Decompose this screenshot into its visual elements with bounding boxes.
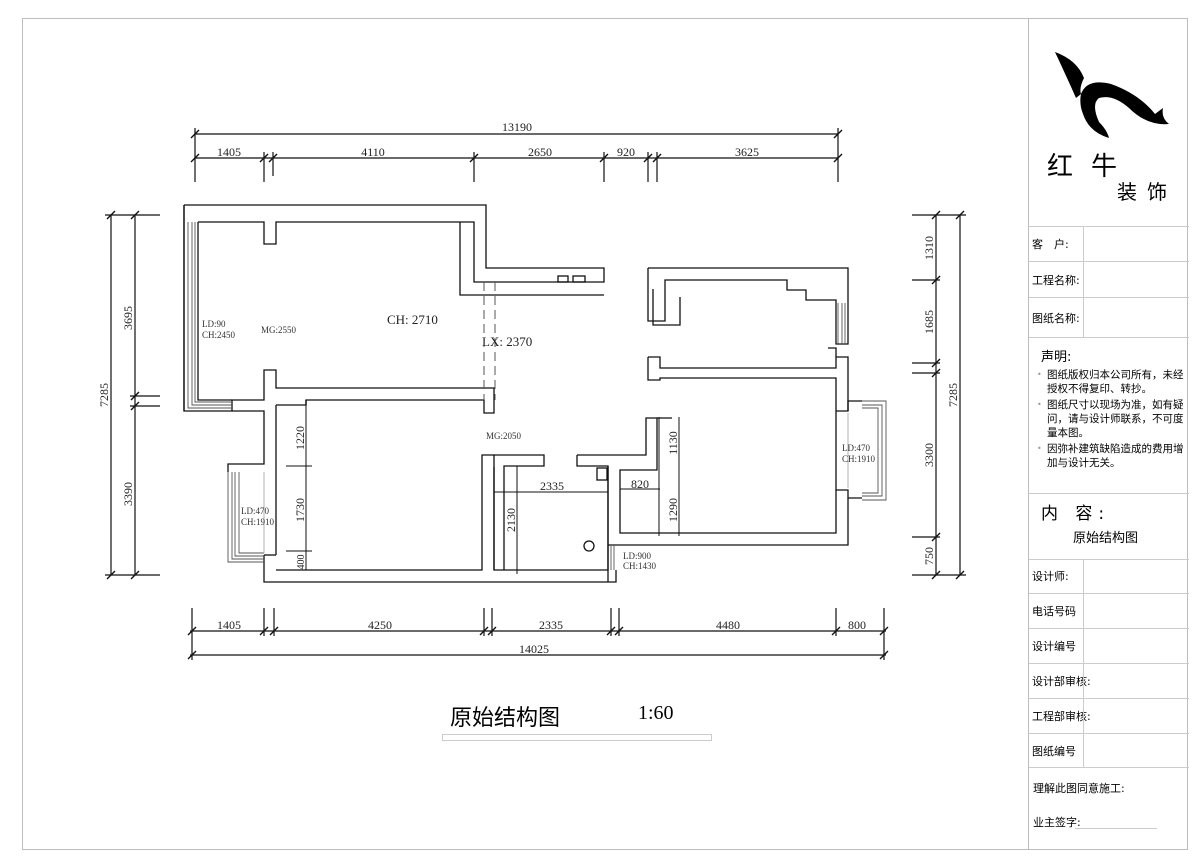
brand-name-line2: 装饰 (1117, 180, 1177, 204)
dim-right-4: 750 (922, 547, 936, 565)
dim-hall-1290: 1290 (666, 498, 680, 522)
floor-plan: 13190 1405 4110 2650 920 3625 1405 4250 … (97, 120, 966, 660)
dim-right-3: 3300 (922, 443, 936, 467)
field-engineering-review-value[interactable] (1083, 699, 1189, 733)
field-drawing-number-label: 图纸编号 (1032, 744, 1076, 758)
label-living-mg: MG:2550 (261, 325, 297, 335)
dim-bottom-2: 4250 (368, 618, 392, 632)
field-design-review-label: 设计部审核: (1032, 675, 1091, 688)
label-ceiling-height: CH: 2710 (387, 312, 438, 327)
dim-hall-820: 820 (631, 477, 649, 491)
field-project-name: 工程名称: (1029, 262, 1189, 298)
field-design-number-value[interactable] (1083, 629, 1189, 663)
field-drawing-number-value[interactable] (1083, 734, 1189, 767)
field-designer-value[interactable] (1083, 559, 1189, 593)
plan-title: 原始结构图 (450, 705, 561, 730)
dim-bottom-4: 4480 (716, 618, 740, 632)
label-living-ld: LD:90 (202, 319, 226, 329)
field-designer: 设计师: (1029, 559, 1189, 594)
field-design-review-value[interactable] (1083, 664, 1189, 698)
owner-sign-line[interactable] (1075, 828, 1157, 829)
statement-item: 图纸版权归本公司所有，未经授权不得复印、转抄。 (1035, 368, 1187, 396)
statement-item: 因弥补建筑缺陷造成的费用增加与设计无关。 (1035, 442, 1187, 470)
plan-title-underline (442, 734, 712, 741)
field-client-value[interactable] (1083, 226, 1189, 261)
field-drawing-name-value[interactable] (1083, 298, 1189, 337)
field-design-number-label: 设计编号 (1032, 640, 1076, 653)
content-value: 原始结构图 (1073, 531, 1139, 546)
dim-bottom-total: 14025 (519, 642, 549, 656)
field-engineering-review-label: 工程部审核: (1032, 710, 1091, 723)
dim-top-4: 920 (617, 145, 635, 159)
drawing-frame (22, 18, 1188, 850)
owner-sign-label: 业主签字: (1033, 816, 1081, 829)
field-engineering-review: 工程部审核: (1029, 699, 1189, 734)
dim-bottom-3: 2335 (539, 618, 563, 632)
dim-bedroom-1220: 1220 (293, 426, 307, 450)
dim-bottom-5: 800 (848, 618, 866, 632)
field-design-number: 设计编号 (1029, 629, 1189, 664)
dim-bottom-1: 1405 (217, 618, 241, 632)
field-project-name-label: 工程名称: (1032, 273, 1080, 287)
dim-bedroom-400: 400 (296, 555, 307, 570)
statement-item: 图纸尺寸以现场为准，如有疑问，请与设计师联系，不可度量本图。 (1035, 398, 1187, 440)
field-client-label: 客 户: (1032, 237, 1069, 251)
label-living-ch: CH:2450 (202, 330, 236, 340)
dim-top-5: 3625 (735, 145, 759, 159)
label-bed-right-ch: CH:1910 (842, 454, 876, 464)
label-door-mg: MG:2050 (486, 431, 522, 441)
dim-bath-width: 2335 (540, 479, 564, 493)
brand-name-line1: 红牛 (1047, 152, 1136, 182)
dim-top-3: 2650 (528, 145, 552, 159)
field-phone: 电话号码 (1029, 594, 1189, 629)
dim-hall-1130: 1130 (666, 431, 680, 455)
field-designer-label: 设计师: (1032, 570, 1069, 583)
field-drawing-name-label: 图纸名称: (1032, 311, 1080, 325)
label-bed-left-ch: CH:1910 (241, 517, 275, 527)
sign-section: 理解此图同意施工: 业主签字: (1029, 768, 1189, 850)
label-bed-left-ld: LD:470 (241, 506, 269, 516)
field-client: 客 户: (1029, 226, 1189, 262)
content-section: 内 容: 原始结构图 (1029, 493, 1189, 560)
dim-bath-height: 2130 (504, 508, 518, 532)
dim-left-1: 3695 (121, 306, 135, 330)
dim-right-1: 1310 (922, 236, 936, 260)
dim-left-total: 7285 (97, 383, 111, 407)
floor-plan-svg: 13190 1405 4110 2650 920 3625 1405 4250 … (97, 120, 966, 660)
dim-top-total: 13190 (502, 120, 532, 134)
company-logo: 红牛 装饰 (1029, 18, 1189, 227)
field-design-review: 设计部审核: (1029, 664, 1189, 699)
dim-right-total: 7285 (946, 383, 960, 407)
dim-right-2: 1685 (922, 310, 936, 334)
field-phone-value[interactable] (1083, 594, 1189, 628)
title-block: 红牛 装饰 客 户: 工程名称: 图纸名称: 声明: 图纸版权归本公司所有，未经… (1028, 18, 1189, 850)
label-bath-ld: LD:900 (623, 551, 651, 561)
dim-top-1: 1405 (217, 145, 241, 159)
field-phone-label: 电话号码 (1032, 605, 1076, 618)
dim-bedroom-1730: 1730 (293, 498, 307, 522)
statement-title: 声明: (1041, 350, 1072, 365)
label-bath-ch: CH:1430 (623, 561, 657, 571)
field-drawing-name: 图纸名称: (1029, 298, 1189, 338)
label-bed-right-ld: LD:470 (842, 443, 870, 453)
label-beam-height: LX: 2370 (482, 334, 532, 349)
dim-left-2: 3390 (121, 482, 135, 506)
content-title: 内 容: (1041, 504, 1111, 524)
agree-label: 理解此图同意施工: (1033, 782, 1125, 795)
field-project-name-value[interactable] (1083, 262, 1189, 297)
dim-top-2: 4110 (361, 145, 385, 159)
statement-section: 声明: 图纸版权归本公司所有，未经授权不得复印、转抄。 图纸尺寸以现场为准，如有… (1029, 338, 1189, 494)
bull-logo-icon (1055, 52, 1169, 138)
plan-scale: 1:60 (638, 702, 674, 724)
field-drawing-number: 图纸编号 (1029, 734, 1189, 768)
statement-list: 图纸版权归本公司所有，未经授权不得复印、转抄。 图纸尺寸以现场为准，如有疑问，请… (1035, 368, 1187, 472)
